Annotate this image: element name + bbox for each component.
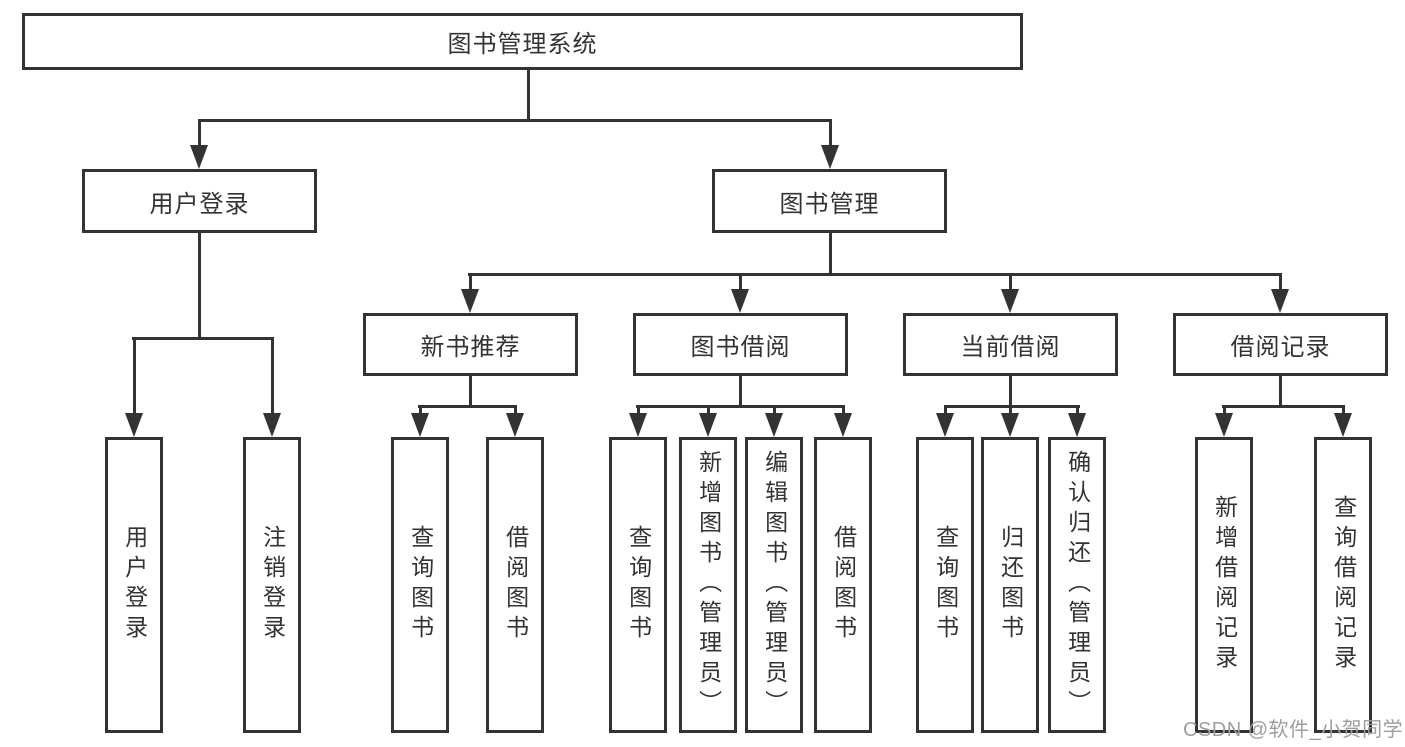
connector-stem	[513, 405, 517, 415]
connector-stem	[1008, 405, 1012, 415]
connector-junction	[1222, 405, 1345, 408]
node-label: 图书借阅	[690, 334, 791, 361]
node-root-library-management-system: 图书管理系统	[22, 13, 1023, 70]
leaf-label: 归还图书	[997, 525, 1024, 645]
connector-trunk	[739, 376, 742, 408]
leaf-label: 确认归还（管理员）	[1064, 450, 1091, 720]
leaf-label: 查询图书	[625, 525, 652, 645]
leaf-label: 借阅图书	[830, 525, 857, 645]
connector-junction	[132, 337, 274, 340]
leaf-label: 新增图书（管理员）	[695, 450, 722, 720]
node-book-management: 图书管理	[712, 169, 947, 233]
leaf-label: 编辑图书（管理员）	[761, 450, 788, 720]
arrow-down-icon	[936, 413, 954, 437]
connector-stem	[738, 273, 742, 291]
connector-trunk	[828, 233, 832, 275]
leaf-add-borrow-record: 新增借阅记录	[1195, 437, 1253, 733]
connector-root-trunk	[526, 70, 530, 119]
arrow-down-icon	[125, 413, 143, 437]
arrow-down-icon	[1001, 413, 1019, 437]
node-label: 图书管理	[779, 190, 880, 218]
connector-trunk	[1009, 376, 1012, 408]
csdn-watermark: CSDN @软件_小贺同学	[1183, 719, 1404, 741]
connector-stem	[1341, 405, 1345, 415]
arrow-down-icon	[1271, 289, 1289, 313]
connector-stem	[706, 405, 710, 415]
leaf-add-book-admin: 新增图书（管理员）	[679, 437, 737, 733]
connector-stem	[1008, 273, 1012, 291]
connector-stem	[943, 405, 947, 415]
connector-root-junction	[198, 119, 832, 122]
arrow-down-icon	[263, 413, 281, 437]
connector-stem	[1278, 273, 1282, 291]
leaf-label: 查询图书	[932, 525, 959, 645]
arrow-down-icon	[461, 289, 479, 313]
arrow-down-icon	[1334, 413, 1352, 437]
node-new-book-recommendation: 新书推荐	[363, 313, 578, 376]
leaf-label: 查询图书	[407, 525, 434, 645]
arrow-down-icon	[731, 289, 749, 313]
node-label: 新书推荐	[420, 334, 521, 361]
connector-junction	[636, 405, 845, 408]
connector-stem	[772, 405, 776, 415]
connector-junction	[418, 405, 517, 408]
arrow-down-icon	[834, 413, 852, 437]
connector-stem	[468, 273, 472, 291]
connector-stem	[197, 119, 201, 146]
connector-junction	[944, 405, 1080, 408]
node-label: 当前借阅	[960, 334, 1061, 361]
arrow-down-icon	[506, 413, 524, 437]
leaf-label: 查询借阅记录	[1330, 495, 1357, 675]
arrow-down-icon	[1068, 413, 1086, 437]
connector-stem	[132, 337, 136, 415]
node-label: 图书管理系统	[447, 31, 598, 58]
arrow-down-icon	[629, 413, 647, 437]
leaf-label: 注销登录	[259, 525, 286, 645]
connector-trunk	[469, 376, 472, 408]
leaf-edit-book-admin: 编辑图书（管理员）	[745, 437, 803, 733]
node-borrowing-records: 借阅记录	[1173, 313, 1388, 376]
leaf-borrow-books: 借阅图书	[814, 437, 872, 733]
arrow-down-icon	[699, 413, 717, 437]
connector-stem	[841, 405, 845, 415]
connector-trunk	[1279, 376, 1282, 408]
arrow-down-icon	[765, 413, 783, 437]
connector-trunk	[197, 233, 201, 338]
connector-stem	[270, 337, 274, 415]
leaf-user-login: 用户登录	[105, 437, 163, 733]
leaf-query-books-borrowing: 查询图书	[609, 437, 667, 733]
node-current-borrowing: 当前借阅	[903, 313, 1118, 376]
node-user-login: 用户登录	[82, 169, 317, 233]
arrow-down-icon	[190, 145, 208, 169]
connector-stem	[1075, 405, 1079, 415]
leaf-logout: 注销登录	[243, 437, 301, 733]
arrow-down-icon	[1001, 289, 1019, 313]
leaf-query-books-recommend: 查询图书	[391, 437, 449, 733]
leaf-label: 新增借阅记录	[1211, 495, 1238, 675]
node-book-borrowing: 图书借阅	[633, 313, 848, 376]
leaf-return-books: 归还图书	[981, 437, 1039, 733]
connector-junction	[468, 273, 1282, 276]
connector-stem	[636, 405, 640, 415]
arrow-down-icon	[821, 145, 839, 169]
connector-stem	[418, 405, 422, 415]
leaf-confirm-return-admin: 确认归还（管理员）	[1048, 437, 1106, 733]
leaf-query-borrow-record: 查询借阅记录	[1314, 437, 1372, 733]
arrow-down-icon	[411, 413, 429, 437]
node-label: 用户登录	[149, 190, 250, 218]
connector-stem	[828, 119, 832, 146]
node-label: 借阅记录	[1230, 334, 1331, 361]
leaf-query-books-current: 查询图书	[916, 437, 974, 733]
leaf-borrow-books-recommend: 借阅图书	[486, 437, 544, 733]
leaf-label: 借阅图书	[502, 525, 529, 645]
leaf-label: 用户登录	[121, 525, 148, 645]
arrow-down-icon	[1215, 413, 1233, 437]
connector-stem	[1222, 405, 1226, 415]
